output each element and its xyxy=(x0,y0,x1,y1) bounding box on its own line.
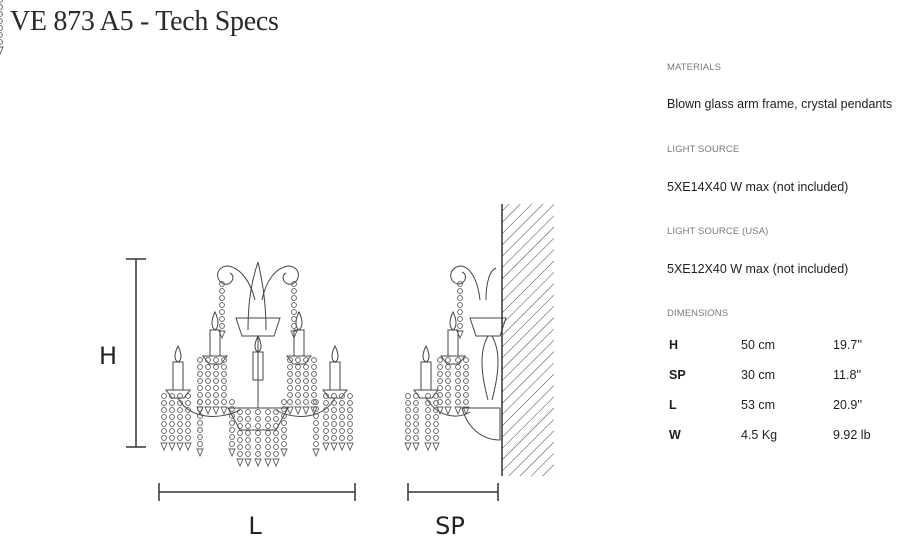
light-source-usa-label: LIGHT SOURCE (USA) xyxy=(667,226,769,237)
dimension-metric: 30 cm xyxy=(741,368,776,382)
dimension-metric: 4.5 Kg xyxy=(741,428,778,442)
dimension-metric: 50 cm xyxy=(741,338,776,352)
crystal-pendants-side xyxy=(404,281,470,451)
side-view-illustration xyxy=(413,265,507,441)
dimension-key: W xyxy=(669,428,681,442)
dimension-imperial: 11.8'' xyxy=(833,368,862,382)
height-label: H xyxy=(99,342,117,370)
dimension-metric: 53 cm xyxy=(741,398,776,412)
height-dimension-line xyxy=(126,258,146,448)
dimension-imperial: 20.9'' xyxy=(833,398,863,412)
dimension-row: L 53 cm 20.9'' xyxy=(667,398,897,416)
dimension-key: SP xyxy=(669,368,686,382)
dimension-row: SP 30 cm 11.8'' xyxy=(667,368,897,386)
crystal-pendants-front xyxy=(0,0,354,467)
projection-label: SP xyxy=(435,512,465,540)
dimensions-label: DIMENSIONS xyxy=(667,308,729,319)
materials-value: Blown glass arm frame, crystal pendants xyxy=(667,97,893,111)
dimension-imperial: 9.92 lb xyxy=(833,428,871,442)
light-source-label: LIGHT SOURCE xyxy=(667,144,740,155)
light-source-value: 5XE14X40 W max (not included) xyxy=(667,180,849,194)
page-title: VE 873 A5 - Tech Specs xyxy=(10,6,279,37)
dimension-row: H 50 cm 19.7'' xyxy=(667,338,897,356)
front-view-illustration xyxy=(165,261,348,431)
dimension-key: L xyxy=(669,398,677,412)
dimension-key: H xyxy=(669,338,679,352)
dimension-imperial: 19.7'' xyxy=(833,338,863,352)
length-dimension-line xyxy=(158,483,356,501)
light-source-usa-value: 5XE12X40 W max (not included) xyxy=(667,262,849,276)
wall-illustration xyxy=(501,204,554,476)
projection-dimension-line xyxy=(407,483,499,501)
materials-label: MATERIALS xyxy=(667,62,722,73)
dimension-row: W 4.5 Kg 9.92 lb xyxy=(667,428,897,446)
length-label: L xyxy=(248,512,262,540)
